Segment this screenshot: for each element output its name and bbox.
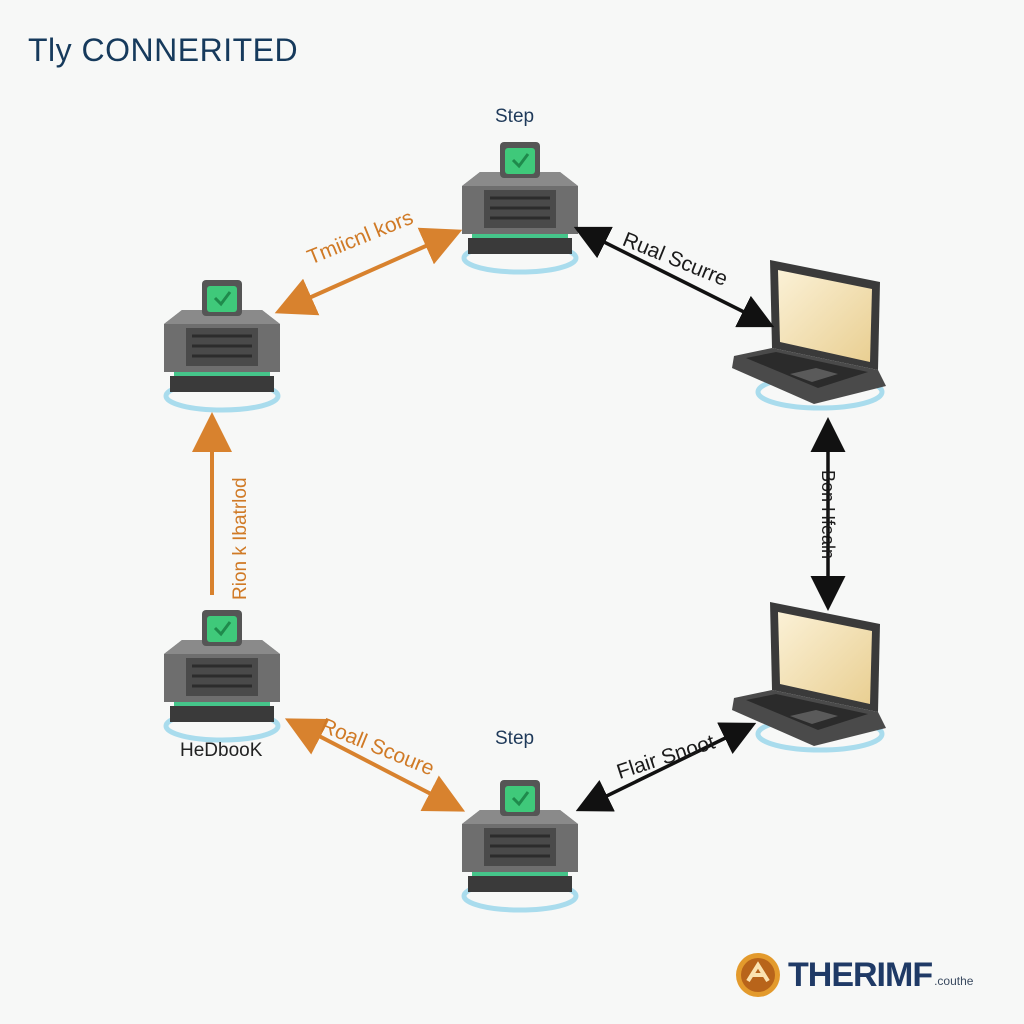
edge-left-to-bottom	[284, 718, 466, 812]
server-top-icon	[462, 142, 578, 272]
server-left-bottom-icon	[164, 610, 280, 740]
server-bottom-icon	[462, 780, 578, 910]
edge-top-to-laptop	[573, 226, 775, 328]
edge-top-to-left	[274, 227, 463, 316]
server-bottom-label: Step	[495, 728, 535, 749]
brand-emblem-icon	[736, 953, 780, 997]
edge-label-left-vertical: Rion k Ibatrlod	[230, 477, 251, 600]
brand-name: THERIMF	[788, 955, 933, 994]
diagram-title: Tly CONNERITED	[28, 32, 299, 68]
laptop-bottom-icon	[732, 602, 886, 750]
server-left-top-icon	[164, 280, 280, 410]
edge-bottom-to-laptop	[575, 722, 757, 812]
brand-suffix: .couthe	[934, 974, 974, 988]
laptop-top-icon	[732, 260, 886, 408]
brand-logo: THERIMF .couthe	[734, 950, 973, 1000]
edge-label-laptop-to-laptop: Bon Hfealn	[818, 470, 838, 560]
server-left-bottom-label: HeDbooK	[180, 740, 263, 761]
server-top-label: Step	[495, 106, 535, 127]
